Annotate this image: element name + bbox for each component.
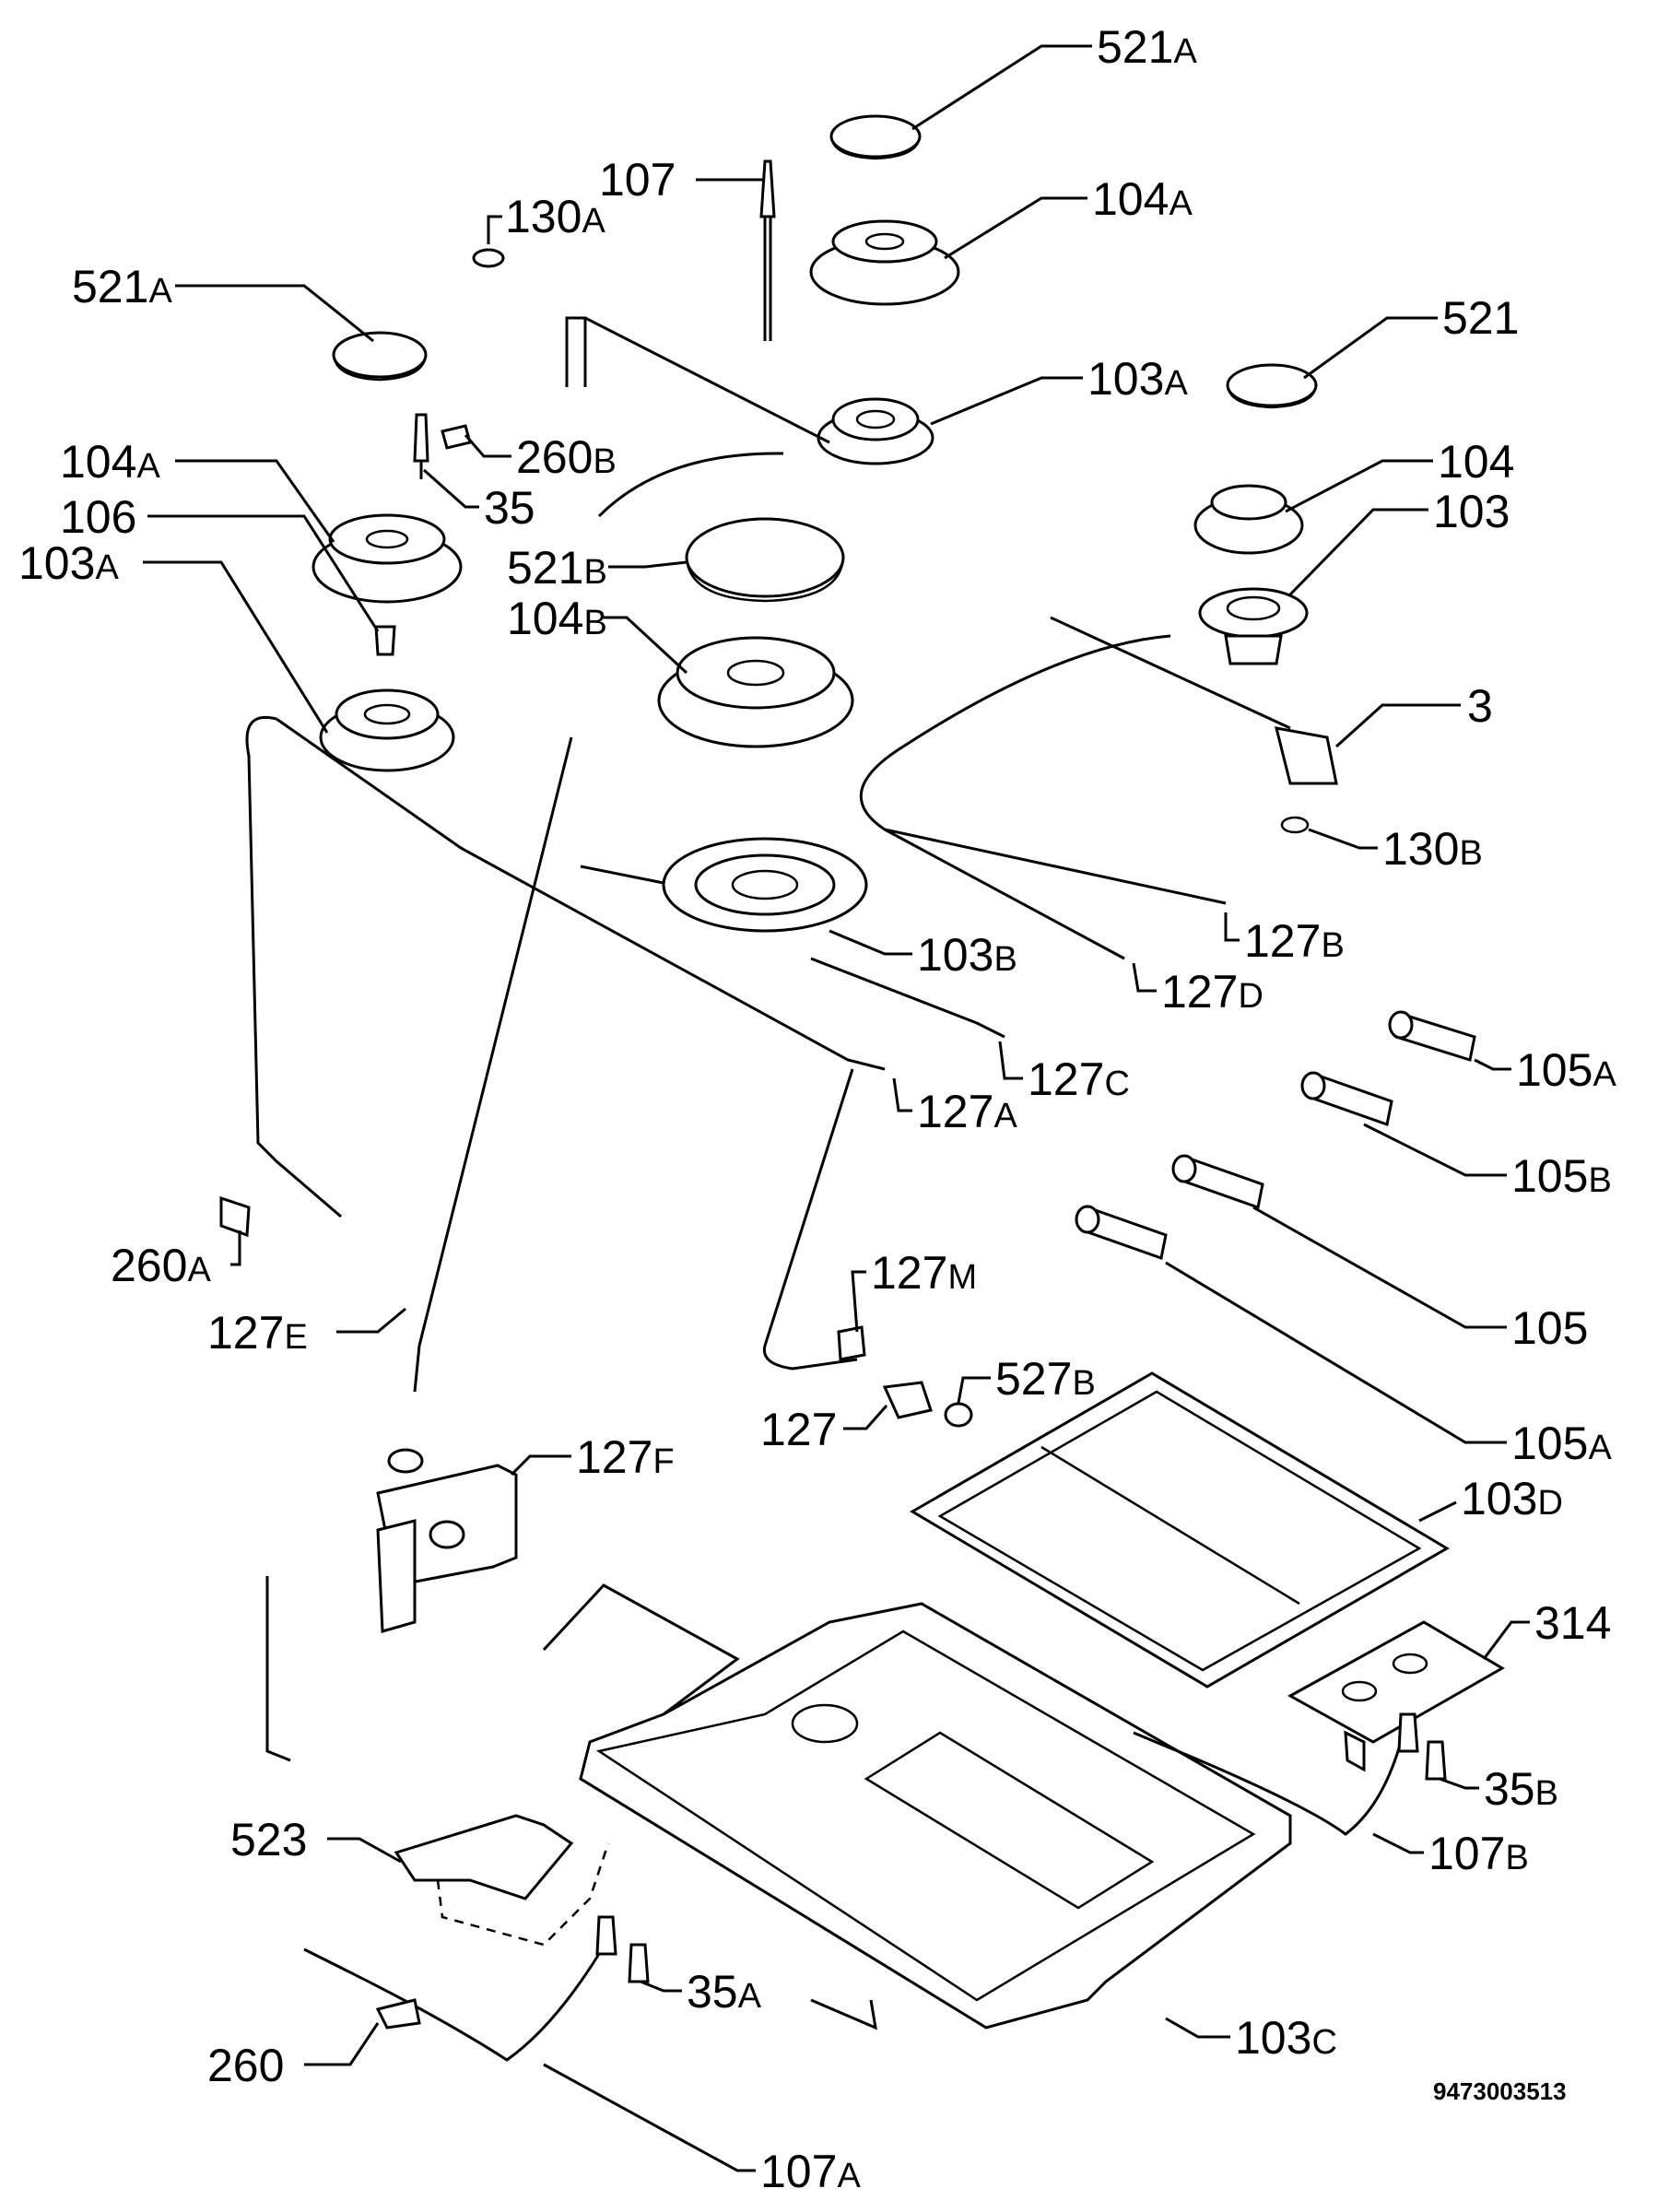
pipe-127e bbox=[413, 736, 573, 1393]
label-521a-left: 521A bbox=[72, 261, 172, 312]
burner-spreader-104b bbox=[657, 636, 854, 748]
pipe-127d bbox=[884, 828, 1125, 960]
label-523: 523 bbox=[230, 1814, 307, 1865]
pipe-127b bbox=[859, 634, 1227, 905]
label-103: 103 bbox=[1433, 486, 1510, 537]
pipe-to-103a bbox=[597, 452, 784, 518]
label-103b: 103B bbox=[917, 929, 1017, 981]
bracket-523 bbox=[394, 1814, 610, 1947]
label-103c: 103C bbox=[1235, 2012, 1337, 2064]
drawing-code: 9473003513 bbox=[1433, 2077, 1567, 2105]
bracket-127f bbox=[376, 1448, 518, 1633]
nut-130a bbox=[472, 248, 505, 268]
wire-107a bbox=[303, 1947, 601, 2062]
label-527b: 527B bbox=[995, 1353, 1096, 1405]
label-3: 3 bbox=[1467, 680, 1493, 732]
label-127c: 127C bbox=[1028, 1053, 1130, 1105]
label-35a: 35A bbox=[687, 1966, 762, 2018]
label-127e: 127E bbox=[207, 1307, 308, 1359]
elbow-127 bbox=[882, 1381, 933, 1419]
guide-line-left bbox=[265, 1576, 291, 1762]
burner-cap-521 bbox=[1226, 363, 1318, 409]
clip-260 bbox=[375, 1998, 421, 2030]
label-103a-left: 103A bbox=[18, 537, 119, 589]
label-104a-right: 104A bbox=[1092, 173, 1193, 225]
burner-base-103a-right bbox=[817, 397, 934, 465]
label-107-top: 107 bbox=[599, 154, 676, 206]
label-127f: 127F bbox=[576, 1431, 675, 1483]
label-521: 521 bbox=[1442, 292, 1519, 344]
label-127d: 127D bbox=[1161, 966, 1264, 1018]
electrode-107-top bbox=[759, 159, 776, 341]
burner-base-103a-left bbox=[319, 688, 455, 772]
spark-plug-35a bbox=[595, 1915, 650, 1983]
label-127b: 127B bbox=[1244, 915, 1345, 967]
burner-cap-521a-left bbox=[332, 331, 428, 382]
label-314: 314 bbox=[1534, 1597, 1611, 1649]
injector-106 bbox=[374, 625, 396, 656]
label-106: 106 bbox=[60, 491, 136, 543]
label-260a: 260A bbox=[111, 1240, 211, 1291]
label-104: 104 bbox=[1438, 436, 1514, 488]
bracket-314 bbox=[1287, 1620, 1505, 1772]
label-127: 127 bbox=[760, 1404, 837, 1455]
burner-cap-521a-top bbox=[829, 114, 922, 160]
nut-527b bbox=[944, 1402, 973, 1428]
pipe-upper bbox=[565, 316, 587, 387]
valve-105a-top bbox=[1388, 1010, 1476, 1062]
label-103a-right: 103A bbox=[1087, 353, 1188, 405]
label-35: 35 bbox=[484, 482, 535, 534]
spark-plug-35b bbox=[1397, 1712, 1447, 1781]
pipe-127m bbox=[762, 1068, 858, 1371]
valve-105b bbox=[1300, 1071, 1393, 1126]
base-plate-103c bbox=[542, 1583, 1292, 2030]
label-127m: 127M bbox=[871, 1247, 977, 1299]
tray-103d bbox=[910, 1371, 1450, 1688]
pipe-127a bbox=[276, 717, 886, 1071]
label-260: 260 bbox=[207, 2040, 284, 2091]
label-105a-bottom: 105A bbox=[1511, 1418, 1612, 1469]
burner-spreader-104 bbox=[1193, 484, 1304, 555]
label-104a-left: 104A bbox=[60, 436, 160, 488]
label-130a: 130A bbox=[505, 191, 605, 242]
label-104b: 104B bbox=[507, 593, 607, 644]
burner-base-103 bbox=[1198, 587, 1309, 665]
burner-ring-103b bbox=[580, 837, 868, 933]
valve-3 bbox=[1050, 616, 1338, 834]
leader-lines bbox=[143, 44, 1530, 2172]
label-521b: 521B bbox=[507, 542, 607, 594]
label-35b: 35B bbox=[1484, 1763, 1558, 1815]
label-127a: 127A bbox=[917, 1086, 1017, 1137]
label-105: 105 bbox=[1511, 1302, 1588, 1354]
label-105b: 105B bbox=[1511, 1150, 1612, 1202]
label-521a-top: 521A bbox=[1097, 21, 1197, 73]
label-260b: 260B bbox=[516, 431, 617, 483]
burner-spreader-104a-left bbox=[311, 513, 463, 604]
guide-line-bottom bbox=[810, 1998, 877, 2030]
label-130b: 130B bbox=[1382, 823, 1483, 875]
fitting-127m bbox=[837, 1325, 866, 1361]
burner-cap-521b bbox=[685, 517, 845, 603]
spark-plug-35 bbox=[413, 413, 429, 479]
parts-drawing bbox=[219, 114, 1505, 2062]
part-labels: 521A 107 130A 104A 521A 521 103A 260B 10… bbox=[18, 21, 1616, 2197]
pipe-left-vertical bbox=[245, 716, 342, 1218]
label-105a-top: 105A bbox=[1516, 1044, 1616, 1096]
valve-105a-bottom bbox=[1075, 1205, 1168, 1260]
pipe-127c bbox=[810, 957, 1005, 1039]
label-103d: 103D bbox=[1461, 1473, 1563, 1524]
pipe-upper-diag bbox=[584, 316, 830, 444]
label-107b: 107B bbox=[1428, 1828, 1529, 1879]
valve-105 bbox=[1171, 1154, 1264, 1209]
label-107a: 107A bbox=[760, 2146, 861, 2197]
wire-107b bbox=[1133, 1731, 1403, 1836]
clip-260a bbox=[219, 1195, 251, 1238]
burner-spreader-104a-right bbox=[809, 219, 960, 306]
